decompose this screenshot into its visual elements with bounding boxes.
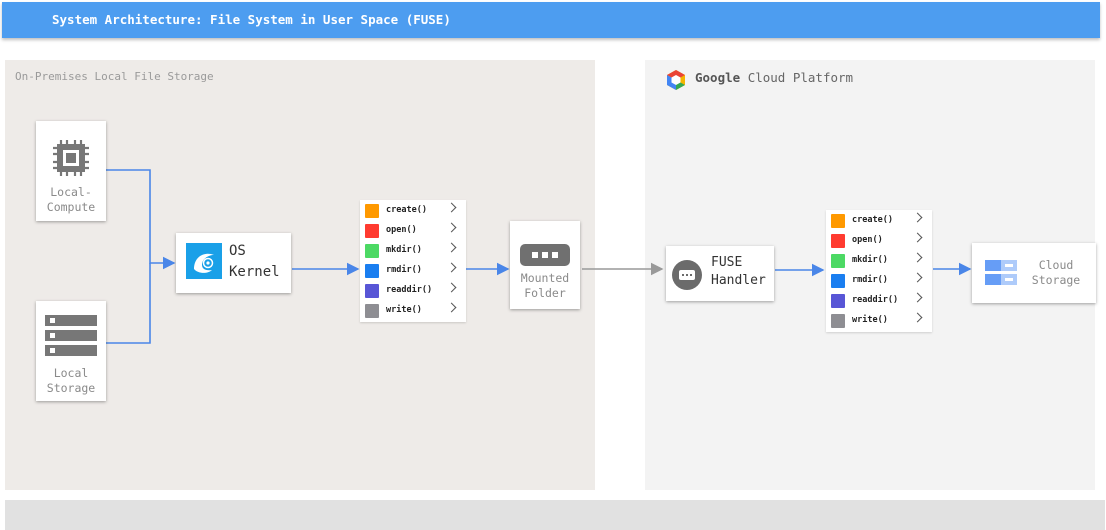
gcp-zone-title: Google Cloud Platform [695,70,853,85]
op-swatch [365,264,379,278]
op-write-right[interactable]: write() [830,311,930,331]
op-swatch [831,254,845,268]
op-mkdir-left[interactable]: mkdir() [364,241,464,261]
fuse-handler-label-2: Handler [711,273,766,288]
operations-list-right: create() open() mkdir() rmdir() readdir(… [826,210,932,332]
edge-compute-kernel [106,169,176,270]
chevron-right-icon [912,212,923,223]
local-storage-label-2: Storage [46,381,96,395]
op-mkdir-right[interactable]: mkdir() [830,251,930,271]
os-kernel-label: OS Kernel [229,241,280,283]
op-label: open() [386,225,417,235]
op-swatch [831,274,845,288]
op-readdir-right[interactable]: readdir() [830,291,930,311]
mounted-folder-label-1: Mounted [520,271,570,285]
mounted-folder-node[interactable]: Mounted Folder [510,221,580,309]
chevron-right-icon [446,302,457,313]
cloud-storage-label-2: Storage [1031,273,1081,287]
chevron-right-icon [446,202,457,213]
op-readdir-left[interactable]: readdir() [364,281,464,301]
chevron-right-icon [912,312,923,323]
local-compute-label-2: Compute [46,200,96,214]
op-open-left[interactable]: open() [364,221,464,241]
onprem-zone-label: On-Premises Local File Storage [15,70,214,83]
chevron-right-icon [446,282,457,293]
chevron-right-icon [912,252,923,263]
op-swatch [831,214,845,228]
op-create-left[interactable]: create() [364,201,464,221]
op-label: rmdir() [852,275,888,285]
op-swatch [365,284,379,298]
page-title: System Architecture: File System in User… [52,12,451,27]
os-kernel-icon [186,243,222,279]
cloud-storage-node[interactable]: Cloud Storage [972,243,1096,303]
op-label: write() [852,315,888,325]
os-kernel-node[interactable]: OS Kernel [176,233,291,293]
op-label: open() [852,235,883,245]
cloud-storage-label-1: Cloud [1038,258,1074,272]
edge-storage-kernel [106,263,151,344]
op-create-right[interactable]: create() [830,211,930,231]
chevron-right-icon [912,232,923,243]
fuse-handler-node[interactable]: FUSE Handler [666,246,774,301]
cloud-storage-icon [985,260,1017,285]
op-swatch [831,234,845,248]
chevron-right-icon [446,242,457,253]
gcp-brand: Google [695,70,741,85]
fuse-handler-label-1: FUSE [711,255,743,270]
op-label: mkdir() [386,245,422,255]
op-label: mkdir() [852,255,888,265]
op-swatch [365,304,379,318]
bottom-strip [5,500,1105,530]
op-swatch [365,224,379,238]
op-label: readdir() [852,295,899,305]
os-kernel-label-2: Kernel [229,264,280,280]
op-rmdir-left[interactable]: rmdir() [364,261,464,281]
op-label: rmdir() [386,265,422,275]
google-cloud-hexagon-icon [667,70,685,90]
op-label: create() [852,215,893,225]
server-stack-icon [45,315,97,356]
op-swatch [831,294,845,308]
local-storage-label-1: Local [53,366,89,380]
local-compute-node[interactable]: Local- Compute [36,121,106,221]
op-swatch [831,314,845,328]
chip-icon [53,140,89,176]
fuse-handler-label: FUSE Handler [711,254,766,290]
title-bar: System Architecture: File System in User… [2,2,1100,38]
op-rmdir-right[interactable]: rmdir() [830,271,930,291]
gcp-label: Cloud Platform [747,70,854,85]
local-compute-label-1: Local- [50,185,92,199]
op-swatch [365,244,379,258]
chevron-right-icon [446,222,457,233]
folder-dots-icon [520,244,570,266]
operations-list-left: create() open() mkdir() rmdir() readdir(… [360,200,466,322]
op-open-right[interactable]: open() [830,231,930,251]
op-write-left[interactable]: write() [364,301,464,321]
chevron-right-icon [446,262,457,273]
op-label: write() [386,305,422,315]
fuse-handler-icon [672,260,702,290]
chevron-right-icon [912,292,923,303]
op-label: create() [386,205,427,215]
os-kernel-label-1: OS [229,243,246,259]
chevron-right-icon [912,272,923,283]
op-swatch [365,204,379,218]
mounted-folder-label-2: Folder [524,286,566,300]
local-storage-node[interactable]: Local Storage [36,301,106,401]
op-label: readdir() [386,285,433,295]
